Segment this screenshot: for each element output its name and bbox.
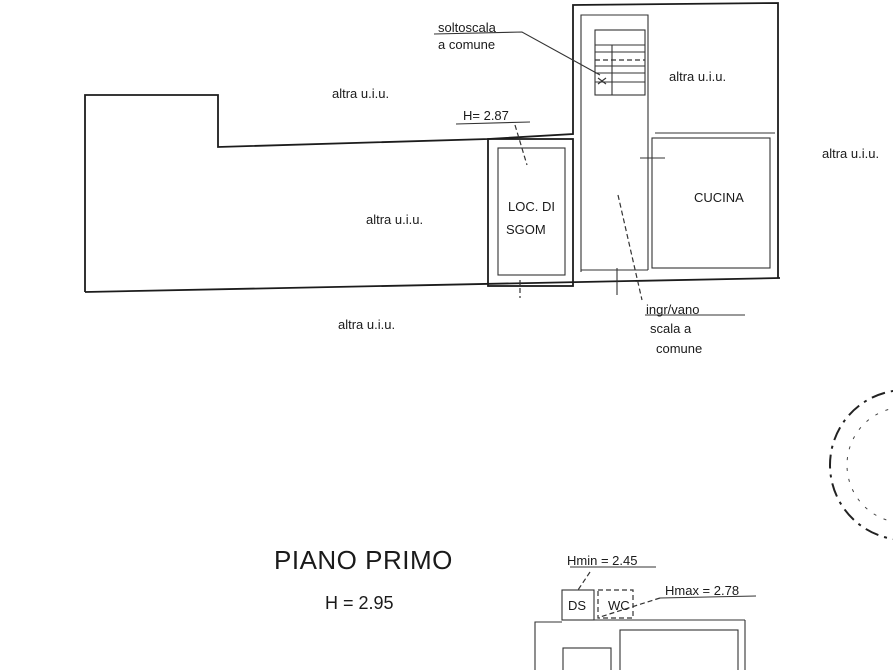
label-altra-uiu-far-right: altra u.i.u. xyxy=(822,146,879,161)
label-altra-uiu-top-right: altra u.i.u. xyxy=(669,69,726,84)
label-loc-2: SGOM xyxy=(506,222,546,237)
stairs xyxy=(594,29,646,96)
label-sottoscala-1: soltoscala xyxy=(438,20,497,35)
label-altra-uiu-top-left: altra u.i.u. xyxy=(332,86,389,101)
label-ingresso-1: ingr/vano xyxy=(646,302,699,317)
label-sottoscala-2: a comune xyxy=(438,37,495,52)
label-height-ground: H= 2.87 xyxy=(463,108,509,123)
leader-lines xyxy=(433,31,745,316)
ground-floor-walls xyxy=(84,2,781,293)
first-floor-height: H = 2.95 xyxy=(325,593,394,613)
label-ingresso-3: comune xyxy=(656,341,702,356)
label-cucina: CUCINA xyxy=(694,190,744,205)
first-floor-title: PIANO PRIMO xyxy=(274,545,453,575)
label-hmax: Hmax = 2.78 xyxy=(665,583,739,598)
stamp-seal xyxy=(829,389,893,541)
label-ingresso-2: scala a xyxy=(650,321,692,336)
label-hmin: Hmin = 2.45 xyxy=(567,553,637,568)
first-floor-plan xyxy=(534,566,757,670)
label-altra-uiu-left: altra u.i.u. xyxy=(366,212,423,227)
label-loc-1: LOC. DI xyxy=(508,199,555,214)
label-altra-uiu-bottom: altra u.i.u. xyxy=(338,317,395,332)
label-wc: WC xyxy=(608,598,630,613)
label-ds: DS xyxy=(568,598,586,613)
